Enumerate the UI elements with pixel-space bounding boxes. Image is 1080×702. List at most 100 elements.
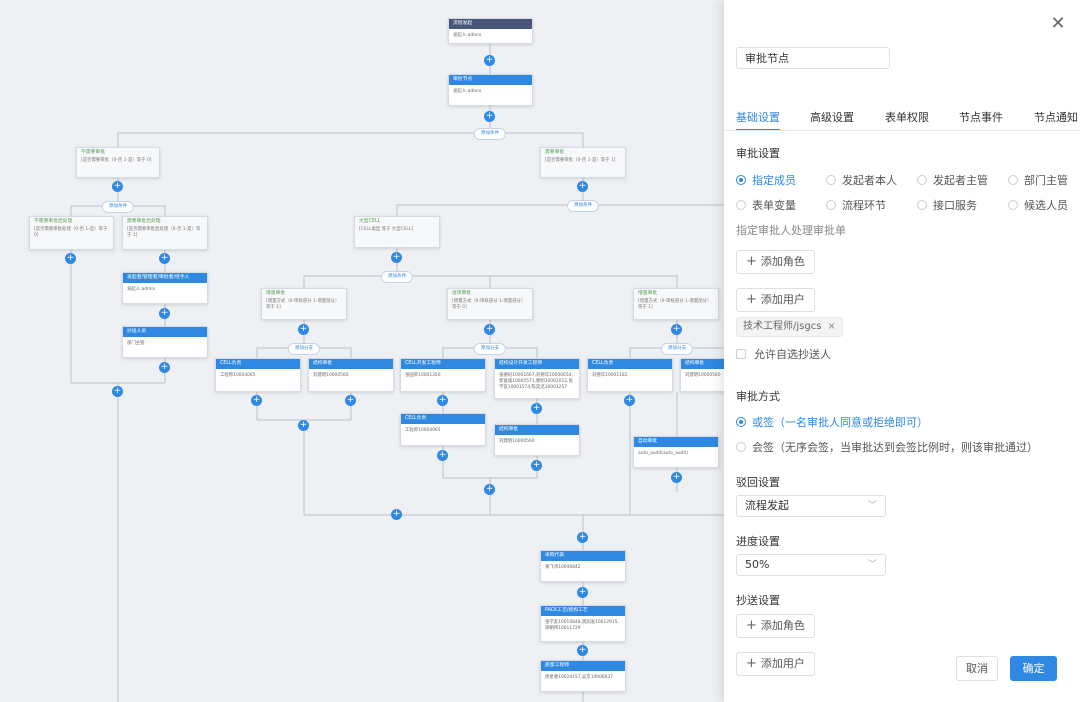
cc-add-user-button[interactable]: +添加用户 xyxy=(736,652,815,676)
plus-icon[interactable]: + xyxy=(298,324,309,335)
flow-node-condition[interactable]: 增量审批 [增量方式（0-审核部分 1-增量部分）等于 1] xyxy=(261,288,347,320)
reject-select[interactable]: 流程发起﹀ xyxy=(736,495,886,517)
flow-node-start[interactable]: 流程发起 发起人:admin xyxy=(448,18,533,44)
flow-node-condition[interactable]: 增量审批 [增量方式（0-审核部分 1-增量部分）等于 1] xyxy=(633,288,719,320)
flow-node-condition[interactable]: 大型CELL [CELL类型 等于 大型CELL] xyxy=(354,216,440,248)
button-label: 添加用户 xyxy=(760,293,805,306)
plus-icon[interactable]: + xyxy=(577,532,588,543)
flow-node-condition[interactable]: 需要审批 [是否需要审批（0-否 1-是）等于 1] xyxy=(540,147,626,178)
plus-icon[interactable]: + xyxy=(65,253,76,264)
flow-node-condition[interactable]: 逐项审批 [增量方式（0-审核部分 1-增量部分）等于 0] xyxy=(447,288,533,320)
plus-icon[interactable]: + xyxy=(577,587,588,598)
add-condition-button[interactable]: 添加条件 xyxy=(473,128,507,140)
flow-node-approval[interactable]: CELL负责 工程师10004065 xyxy=(400,413,486,446)
plus-icon[interactable]: + xyxy=(624,395,635,406)
radio-form-variable[interactable]: 表单变量 xyxy=(736,197,796,213)
remove-tag-icon[interactable]: × xyxy=(827,321,836,332)
node-body: 刘建明10000560 xyxy=(499,439,535,444)
flow-node-approval[interactable]: 采购代表 黄飞鸿10046842 xyxy=(540,550,626,582)
node-title: 质量工程师 xyxy=(541,661,625,671)
plus-icon[interactable]: + xyxy=(159,362,170,373)
allow-cc-checkbox[interactable]: 允许自选抄送人 xyxy=(736,346,831,362)
flow-node-approval[interactable]: 抄送人员 部门主管 xyxy=(122,326,208,358)
plus-icon[interactable]: + xyxy=(671,472,682,483)
node-body: 张学友10010848,周润发10012915,梁朝伟10011729 xyxy=(545,620,619,631)
plus-icon: + xyxy=(746,254,757,269)
radio-dot xyxy=(1008,175,1018,185)
node-name-input[interactable] xyxy=(736,47,890,69)
plus-icon[interactable]: + xyxy=(437,395,448,406)
add-branch-button[interactable]: 添加分支 xyxy=(287,343,321,355)
radio-initiator-self[interactable]: 发起者本人 xyxy=(826,172,897,188)
close-icon[interactable]: ✕ xyxy=(1050,13,1066,34)
node-title: 结构设计开发工程师 xyxy=(495,359,579,369)
plus-icon[interactable]: + xyxy=(577,645,588,656)
plus-icon[interactable]: + xyxy=(671,324,682,335)
add-condition-button[interactable]: 添加条件 xyxy=(101,201,135,213)
flow-node-approval[interactable]: CELL负责 工程师10004065 xyxy=(215,358,301,392)
radio-department-head[interactable]: 部门主管 xyxy=(1008,172,1068,188)
flow-node-condition[interactable]: 需要审批后处理 [是否需要审批后处理（0-否 1-是）等于 1] xyxy=(122,216,208,250)
plus-icon[interactable]: + xyxy=(531,460,542,471)
plus-icon[interactable]: + xyxy=(112,181,123,192)
progress-select[interactable]: 50%﹀ xyxy=(736,554,886,576)
flow-node-approval[interactable]: 结构审批 刘建明10000560 xyxy=(308,358,394,392)
node-body: [增量方式（0-审核部分 1-增量部分）等于 1] xyxy=(266,299,340,310)
flow-node-approval[interactable]: 审批节点 发起人:admin xyxy=(448,74,533,106)
add-branch-button[interactable]: 添加分支 xyxy=(660,343,694,355)
flow-node-approval[interactable]: 结构审批 刘建明10000560 xyxy=(494,424,580,456)
radio-candidates[interactable]: 候选人员 xyxy=(1008,197,1068,213)
tab-form-permissions[interactable]: 表单权限 xyxy=(885,111,929,124)
flow-node-approval[interactable]: 自动审批 auto_audit(auto_audit) xyxy=(633,436,719,468)
plus-icon[interactable]: + xyxy=(159,308,170,319)
flow-node-approval[interactable]: 质量工程师 周星驰10024157,吴京10006037 xyxy=(540,660,626,692)
plus-icon[interactable]: + xyxy=(484,484,495,495)
plus-icon[interactable]: + xyxy=(484,324,495,335)
radio-countersign[interactable]: 会签（无序会签，当审批达到会签比例时，则该审批通过） xyxy=(736,439,1038,455)
cancel-button[interactable]: 取消 xyxy=(956,656,998,681)
plus-icon[interactable]: + xyxy=(484,111,495,122)
tab-basic-settings[interactable]: 基础设置 xyxy=(736,111,780,124)
flow-node-approval[interactable]: 结构设计开发工程师 张德培10001667,刘德华10000654,郭富城100… xyxy=(494,358,580,399)
flow-node-approval[interactable]: CELL开发工程师 张国荣10001350 xyxy=(400,358,486,392)
flow-node-approval[interactable]: 结构审批 刘建明10000560 xyxy=(680,358,724,392)
radio-label: 发起者主管 xyxy=(933,174,988,187)
plus-icon[interactable]: + xyxy=(577,181,588,192)
flow-node-condition[interactable]: 不需要审批 [是否需要审批（0-否 1-是）等于 0] xyxy=(76,147,160,178)
radio-process-step[interactable]: 流程环节 xyxy=(826,197,886,213)
tab-node-events[interactable]: 节点事件 xyxy=(959,111,1003,124)
add-branch-button[interactable]: 添加分支 xyxy=(473,343,507,355)
flow-node-approval[interactable]: PACK工艺/结构工艺 张学友10010848,周润发10012915,梁朝伟1… xyxy=(540,605,626,642)
tab-node-notifications[interactable]: 节点通知 xyxy=(1034,111,1078,124)
add-role-button[interactable]: +添加角色 xyxy=(736,250,815,274)
add-condition-button[interactable]: 添加条件 xyxy=(566,200,600,212)
confirm-button[interactable]: 确定 xyxy=(1010,656,1057,681)
tab-advanced-settings[interactable]: 高级设置 xyxy=(810,111,854,124)
node-body: 工程师10004065 xyxy=(220,373,256,378)
cc-add-role-button[interactable]: +添加角色 xyxy=(736,614,815,638)
plus-icon[interactable]: + xyxy=(391,252,402,263)
node-title: 不需要审批后处理 xyxy=(34,219,73,224)
plus-icon[interactable]: + xyxy=(391,509,402,520)
plus-icon[interactable]: + xyxy=(159,253,170,264)
flow-node-approval[interactable]: CELL负责 刘德华10001182 xyxy=(587,358,673,392)
radio-api-service[interactable]: 接口服务 xyxy=(917,197,977,213)
add-user-button[interactable]: +添加用户 xyxy=(736,288,815,312)
flow-node-condition[interactable]: 不需要审批后处理 [是否需要审批处理（0-否 1-是）等于 0] xyxy=(29,216,114,250)
radio-designated-members[interactable]: 指定成员 xyxy=(736,172,796,188)
node-body: [是否需要审批后处理（0-否 1-是）等于 1] xyxy=(127,227,201,238)
flow-canvas[interactable]: 流程发起 发起人:admin 审批节点 发起人:admin 不需要审批 [是否需… xyxy=(0,0,724,702)
plus-icon[interactable]: + xyxy=(437,450,448,461)
radio-initiator-supervisor[interactable]: 发起者主管 xyxy=(917,172,988,188)
plus-icon[interactable]: + xyxy=(251,395,262,406)
flow-node-approval[interactable]: 发起者/管理者/审批者/经手人 发起人:admin xyxy=(122,272,208,304)
plus-icon[interactable]: + xyxy=(484,55,495,66)
plus-icon[interactable]: + xyxy=(112,386,123,397)
plus-icon[interactable]: + xyxy=(298,420,309,431)
add-condition-button[interactable]: 添加条件 xyxy=(380,271,414,283)
node-title: 审批节点 xyxy=(449,75,532,85)
plus-icon[interactable]: + xyxy=(345,395,356,406)
radio-dot xyxy=(826,200,836,210)
radio-or-sign[interactable]: 或签（一名审批人同意或拒绝即可） xyxy=(736,414,928,430)
plus-icon[interactable]: + xyxy=(531,403,542,414)
